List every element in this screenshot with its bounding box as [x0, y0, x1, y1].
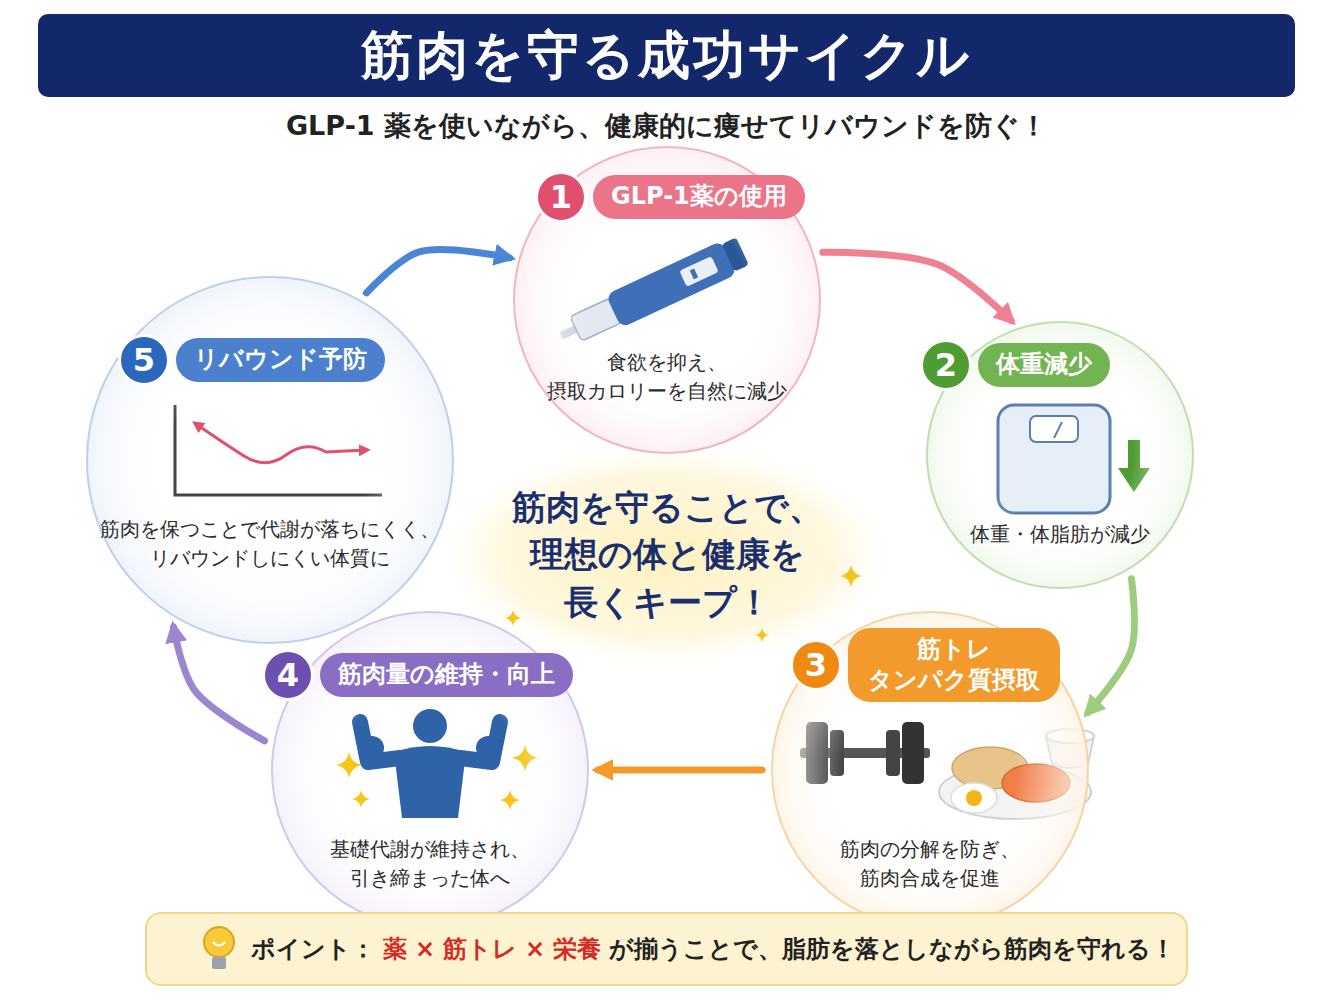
step-badge: 4筋肉量の維持・向上: [262, 649, 573, 701]
step-description: 食欲を抑え、 摂取カロリーを自然に減少: [527, 348, 807, 406]
title-text: 筋肉を守る成功サイクル: [361, 21, 972, 91]
step-description: 筋肉を保つことで代謝が落ちにくく、 リバウンドしにくい体質に: [90, 515, 450, 573]
circle-shape: [272, 612, 588, 928]
cycle-arrow: [174, 627, 265, 741]
point-text: ×: [415, 935, 435, 963]
step-number: 3: [790, 639, 842, 691]
title-band: 筋肉を守る成功サイクル: [38, 14, 1295, 97]
step-description: 筋肉の分解を防ぎ、 筋肉合成を促進: [800, 835, 1060, 893]
center-message: 筋肉を守ることで、 理想の体と健康を 長くキープ！: [497, 484, 837, 627]
point-text: ポイント：: [251, 933, 375, 965]
step-heading: 筋肉量の維持・向上: [320, 653, 573, 696]
cycle-step-circle: 3筋トレ タンパク質摂取筋肉の分解を防ぎ、 筋肉合成を促進: [770, 610, 1090, 930]
circle-outline: [85, 275, 455, 645]
step-number: 5: [118, 334, 170, 386]
cycle-step-circle: 5リバウンド予防筋肉を保つことで代謝が落ちにくく、 リバウンドしにくい体質に: [85, 275, 455, 645]
lightbulb-icon: [199, 923, 239, 977]
circle-shape: [514, 147, 820, 453]
cycle-arrow: [367, 250, 510, 293]
bulb-base: [212, 957, 226, 969]
cycle-arrow: [598, 767, 762, 774]
point-box: ポイント：薬 × 筋トレ × 栄養が揃うことで、脂肪を落としながら筋肉を守れる！: [145, 912, 1188, 986]
step-number: 4: [262, 649, 314, 701]
cycle-arrow: [823, 252, 1011, 320]
step-badge: 3筋トレ タンパク質摂取: [790, 628, 1060, 702]
step-number: 2: [920, 339, 972, 391]
cycle-step-circle: 4筋肉量の維持・向上基礎代謝が維持され、 引き締まった体へ: [270, 610, 590, 930]
sparkle: [755, 628, 769, 642]
bulb-filament: [213, 942, 225, 946]
step-heading: リバウンド予防: [176, 338, 385, 381]
step-heading: 筋トレ タンパク質摂取: [848, 628, 1060, 702]
sparkle: [840, 565, 862, 587]
cycle-arrow: [1088, 579, 1135, 713]
cycle-step-circle: 1GLP-1薬の使用食欲を抑え、 摂取カロリーを自然に減少: [512, 145, 822, 455]
step-number: 1: [535, 171, 587, 223]
sparkle: [505, 610, 521, 626]
step-description: 体重・体脂肪が減少: [940, 520, 1180, 549]
point-text: 栄養: [553, 933, 601, 965]
step-description: 基礎代謝が維持され、 引き締まった体へ: [300, 835, 560, 893]
subtitle-label: GLP-1 薬を使いながら、健康的に痩せてリバウンドを防ぐ！: [0, 108, 1333, 144]
step-heading: GLP-1薬の使用: [593, 175, 805, 218]
cycle-step-circle: 2体重減少体重・体脂肪が減少: [925, 320, 1195, 590]
step-heading: 体重減少: [978, 343, 1110, 386]
bulb-glass: [204, 927, 234, 957]
point-text: が揃うことで、脂肪を落としながら筋肉を守れる！: [609, 933, 1175, 965]
circle-shape: [87, 277, 453, 643]
step-badge: 5リバウンド予防: [118, 334, 385, 386]
point-text: 筋トレ: [443, 933, 517, 965]
circle-shape: [772, 612, 1088, 928]
center-message-text: 筋肉を守ることで、 理想の体と健康を 長くキープ！: [497, 484, 837, 627]
point-text: 薬: [383, 933, 407, 965]
point-text: ×: [525, 935, 545, 963]
step-badge: 1GLP-1薬の使用: [535, 171, 805, 223]
step-badge: 2体重減少: [920, 339, 1110, 391]
